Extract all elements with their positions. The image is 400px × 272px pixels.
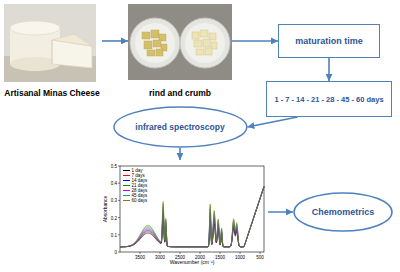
process-box: 1 - 7 - 14 - 21 - 28 - 45 - 60 days [266, 81, 392, 117]
tick-label: 0.2 [111, 215, 117, 220]
cheese-photo [4, 4, 96, 82]
legend-label: 1 day [132, 168, 143, 173]
legend-row: 14 days [123, 178, 147, 183]
legend-swatch [123, 185, 130, 186]
flow-arrow [232, 40, 278, 42]
legend-row: 21 days [123, 183, 147, 188]
node-label: Chemometrics [312, 207, 375, 218]
legend-row: 7 days [123, 173, 147, 178]
chart-node: AbsorbanceWavenumber (cm⁻¹) [100, 160, 268, 268]
tick-label: 2000 [195, 255, 205, 260]
photo-node: rind and crumb [128, 4, 232, 100]
spectrum-line [120, 187, 264, 247]
node-label: Artisanal Minas Cheese [4, 88, 99, 98]
spectrum-line [120, 187, 264, 247]
spectrum-line [120, 187, 264, 247]
legend-label: 14 days [132, 178, 148, 183]
node-label: 1 - 7 - 14 - 21 - 28 - 45 - 60 days [274, 95, 383, 104]
legend-swatch [123, 195, 130, 196]
legend-swatch-box [123, 173, 130, 178]
spectrum-line [120, 187, 264, 247]
node-label: rind and crumb [149, 88, 211, 98]
spectrum-line [120, 187, 264, 247]
legend-label: 60 days [132, 198, 148, 203]
tick-label: 0.3 [111, 198, 117, 203]
legend-swatch-box [123, 178, 130, 183]
legend-swatch-box [123, 188, 130, 193]
axis-title: Absorbance [102, 196, 108, 223]
chart-legend: 1 day7 days14 days21 days28 days45 days6… [123, 168, 147, 203]
process-ellipse: infrared spectroscopy [113, 106, 248, 148]
tick-label: 0.1 [111, 232, 117, 237]
tick-label: 0.5 [111, 164, 117, 169]
legend-swatch [123, 170, 130, 171]
flow-arrow [179, 148, 181, 160]
legend-swatch-box [123, 198, 130, 203]
flow-arrow [102, 40, 128, 42]
legend-row: 60 days [123, 198, 147, 203]
tick-label: 500 [256, 255, 264, 260]
legend-swatch [123, 175, 130, 176]
flow-arrow [268, 211, 293, 213]
photo-node: Artisanal Minas Cheese [2, 4, 102, 100]
legend-label: 7 days [132, 173, 145, 178]
legend-swatch [123, 190, 130, 191]
tick-label: 1500 [215, 255, 225, 260]
tick-label: 1000 [235, 255, 245, 260]
legend-swatch-box [123, 168, 130, 173]
flow-arrow [247, 117, 297, 127]
legend-swatch-box [123, 193, 130, 198]
legend-row: 28 days [123, 188, 147, 193]
axis-title: Wavenumber (cm⁻¹) [170, 259, 215, 265]
tick-label: 3500 [135, 255, 145, 260]
legend-row: 1 day [123, 168, 147, 173]
process-ellipse: Chemometrics [293, 192, 393, 232]
node-label: infrared spectroscopy [135, 122, 224, 132]
legend-row: 45 days [123, 193, 147, 198]
legend-label: 21 days [132, 183, 148, 188]
legend-swatch-box [123, 183, 130, 188]
process-box: maturation time [278, 24, 380, 58]
flow-arrow [328, 58, 330, 81]
spectrum-line [120, 187, 264, 247]
spectrum-line [120, 187, 264, 247]
tick-label: 3000 [155, 255, 165, 260]
legend-label: 28 days [132, 188, 148, 193]
tick-label: 0 [114, 250, 117, 255]
node-label: maturation time [295, 36, 363, 47]
tick-label: 0.4 [111, 181, 117, 186]
tick-label: 2500 [175, 255, 185, 260]
rind-crumb-photo [128, 4, 232, 80]
legend-swatch [123, 180, 130, 181]
legend-swatch [123, 200, 130, 201]
legend-label: 45 days [132, 193, 148, 198]
